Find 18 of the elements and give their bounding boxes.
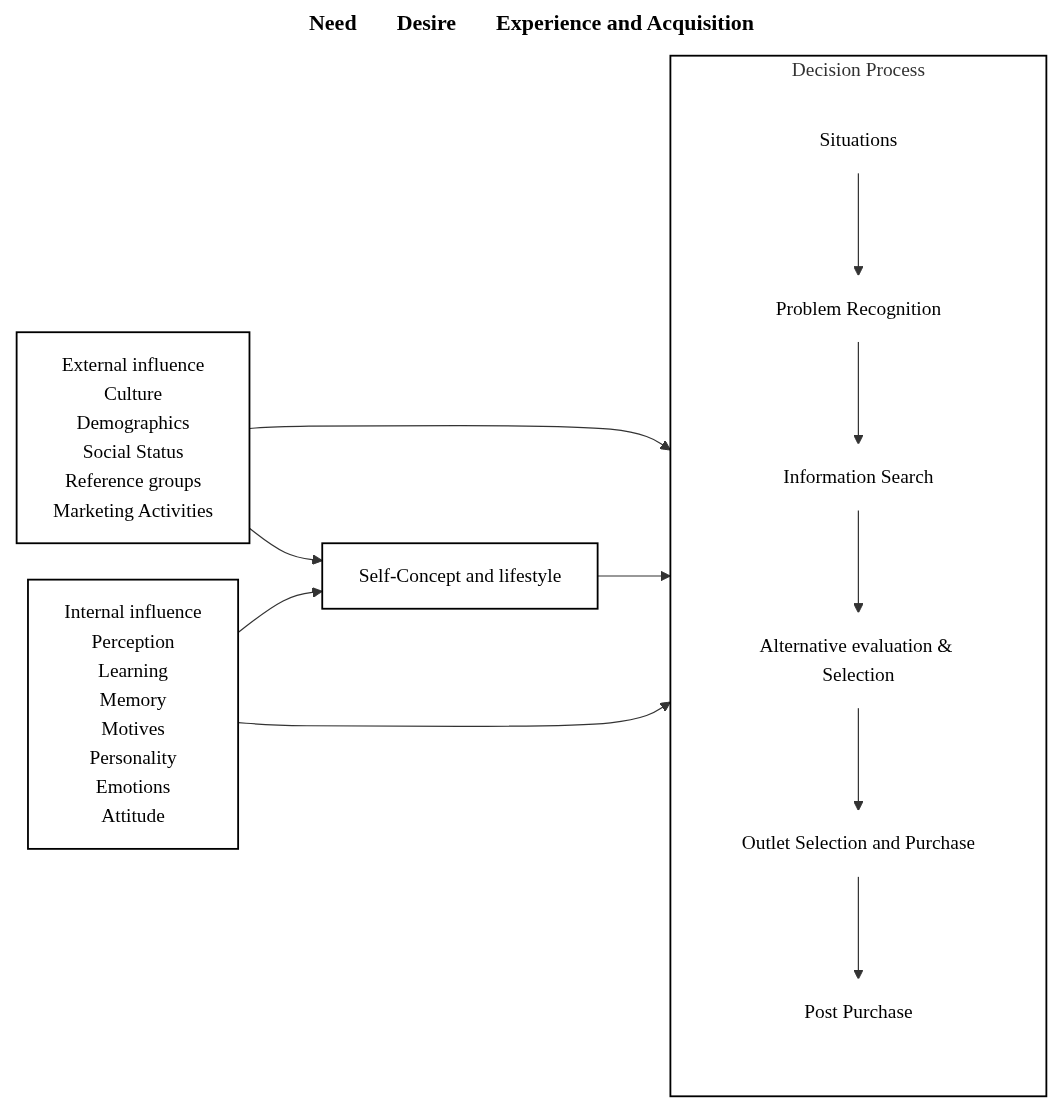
arrow — [597, 570, 671, 582]
annotation-text: Need — [308, 10, 357, 36]
arrow — [853, 509, 864, 614]
node-text: Alternative evaluation & Selection — [759, 634, 953, 685]
arrow — [853, 707, 864, 812]
node-box: Internal influence Perception Learning Memory Motives Personality Emotions Attitude — [27, 578, 240, 850]
node-text: Problem Recognition — [775, 297, 942, 319]
node-text: Outlet Selection and Purchase — [741, 832, 976, 854]
annotation-text: Experience and Acquisition — [496, 10, 754, 36]
node-text: Information Search — [783, 466, 934, 487]
arrow — [853, 340, 864, 445]
annotation-text: Desire — [396, 10, 457, 36]
node-text: Situations — [819, 129, 898, 150]
node-box: Self-Concept and lifestyle — [321, 542, 599, 610]
node-text: Post Purchase — [804, 1001, 913, 1022]
node-box: External influence Culture Demographics Social Status Reference groups Marketing Activities — [15, 331, 251, 545]
arrow — [853, 875, 864, 980]
arrow — [853, 172, 864, 277]
